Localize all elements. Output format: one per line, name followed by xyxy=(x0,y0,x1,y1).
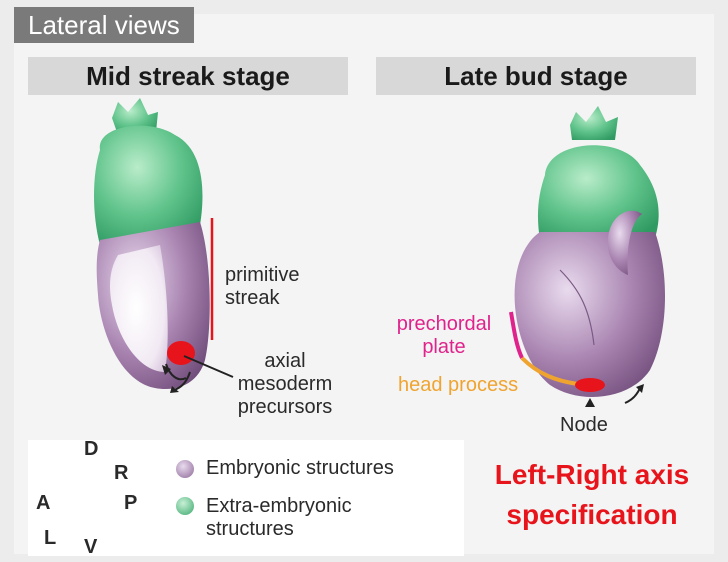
node-label: Node xyxy=(560,414,608,437)
right-ectoplacental-cone xyxy=(570,106,618,140)
extra-embryonic-legend-swatch xyxy=(176,497,194,515)
mid-streak-embryo xyxy=(94,98,233,393)
axis-v: V xyxy=(84,536,97,559)
axis-r: R xyxy=(114,462,128,485)
extra-line-1: Extra-embryonic xyxy=(206,495,352,518)
prechordal-plate-label: prechordal plate xyxy=(384,313,504,359)
axis-l: L xyxy=(44,527,56,550)
axis-p: P xyxy=(124,492,137,515)
axial-line-2: mesoderm xyxy=(230,373,340,396)
extra-embryonic-legend-label: Extra-embryonic structures xyxy=(206,495,352,541)
left-right-axis-callout: Left-Right axis specification xyxy=(476,455,708,535)
primitive-streak-line-2: streak xyxy=(225,287,299,310)
node-pointer xyxy=(585,398,595,407)
left-axial-mesoderm-spot xyxy=(167,341,195,365)
primitive-streak-line-1: primitive xyxy=(225,264,299,287)
right-extra-embryonic-region xyxy=(538,145,659,240)
axial-line-1: axial xyxy=(230,350,340,373)
callout-line-1: Left-Right axis xyxy=(476,455,708,495)
embryonic-legend-swatch xyxy=(176,460,194,478)
primitive-streak-label: primitive streak xyxy=(225,264,299,310)
axis-d: D xyxy=(84,438,98,461)
right-rotation-arrow xyxy=(625,388,640,403)
late-bud-embryo xyxy=(511,106,665,407)
embryonic-legend-label: Embryonic structures xyxy=(206,457,394,480)
axis-a: A xyxy=(36,492,50,515)
extra-line-2: structures xyxy=(206,518,352,541)
axial-mesoderm-label: axial mesoderm precursors xyxy=(230,350,340,419)
node-spot xyxy=(575,378,605,392)
axial-line-3: precursors xyxy=(230,396,340,419)
prechordal-line-1: prechordal xyxy=(384,313,504,336)
callout-line-2: specification xyxy=(476,495,708,535)
head-process-label: head process xyxy=(398,374,518,397)
prechordal-line-2: plate xyxy=(384,336,504,359)
